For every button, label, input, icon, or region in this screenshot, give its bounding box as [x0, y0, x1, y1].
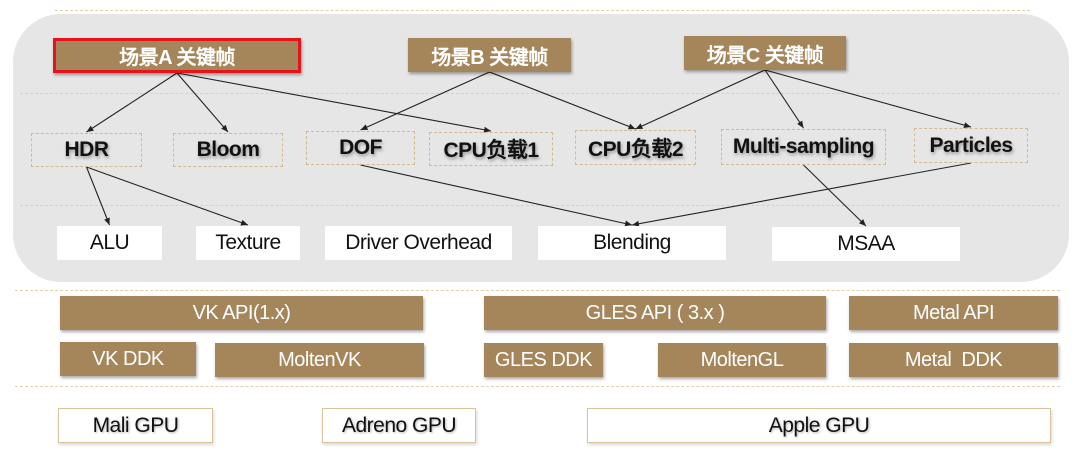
driver-moltenvk[interactable]: MoltenVK: [215, 343, 424, 377]
driver-gles-ddk[interactable]: GLES DDK: [484, 343, 603, 377]
edge-B-to-dof: [360, 71, 490, 131]
bottleneck-driver-overhead[interactable]: Driver Overhead: [325, 226, 512, 260]
effect-hdr[interactable]: HDR: [31, 133, 142, 167]
bottleneck-blending[interactable]: Blending: [538, 226, 726, 260]
edge-A-to-cpu1: [176, 72, 492, 133]
effect-multi-sampling[interactable]: Multi-sampling: [721, 129, 886, 165]
divider-row2: [20, 205, 1060, 206]
edge-A-to-bloom: [176, 72, 229, 133]
driver-vk-ddk[interactable]: VK DDK: [60, 342, 196, 376]
edge-A-to-hdr: [86, 72, 178, 133]
api-vulkan[interactable]: VK API(1.x): [60, 296, 423, 330]
effect-cpu-load-2[interactable]: CPU负载2: [575, 130, 696, 165]
divider-api: [15, 290, 1060, 291]
bottleneck-texture[interactable]: Texture: [196, 226, 300, 260]
divider-row1: [20, 93, 1060, 94]
edge-msampling-to-msaa: [803, 164, 867, 227]
scene-a-keyframe[interactable]: 场景A 关键帧: [53, 38, 301, 73]
scene-b-keyframe[interactable]: 场景B 关键帧: [408, 38, 571, 72]
edge-C-to-cpu2: [635, 69, 766, 130]
edge-dof-to-blending: [360, 164, 633, 227]
divider-top: [55, 10, 1030, 11]
gpu-mali[interactable]: Mali GPU: [58, 408, 213, 443]
bottleneck-alu[interactable]: ALU: [57, 226, 162, 260]
edge-hdr-to-texture: [86, 166, 249, 226]
driver-moltengl[interactable]: MoltenGL: [658, 343, 826, 377]
effect-particles[interactable]: Particles: [914, 128, 1028, 163]
edge-hdr-to-alu: [85, 166, 111, 226]
gpu-adreno[interactable]: Adreno GPU: [322, 408, 476, 443]
bottleneck-msaa[interactable]: MSAA: [772, 227, 960, 261]
edge-particles-to-blending: [631, 162, 972, 227]
effect-dof[interactable]: DOF: [306, 131, 415, 165]
edge-C-to-msampling: [764, 69, 804, 129]
edge-B-to-cpu2: [489, 71, 636, 130]
gpu-apple[interactable]: Apple GPU: [587, 408, 1051, 443]
effect-cpu-load-1[interactable]: CPU负载1: [429, 132, 553, 166]
edge-C-to-particles: [764, 69, 972, 129]
divider-gpu: [15, 386, 1060, 387]
api-metal[interactable]: Metal API: [849, 296, 1058, 330]
scene-c-keyframe[interactable]: 场景C 关键帧: [684, 36, 846, 70]
api-gles[interactable]: GLES API ( 3.x ): [484, 296, 826, 330]
effect-bloom[interactable]: Bloom: [173, 133, 283, 167]
driver-metal-ddk[interactable]: Metal DDK: [849, 343, 1058, 377]
